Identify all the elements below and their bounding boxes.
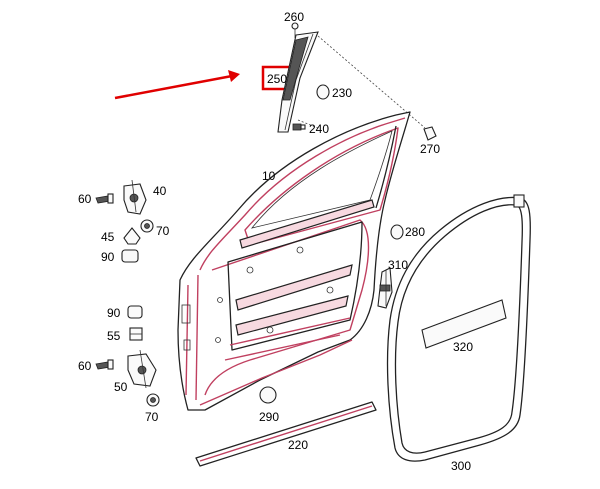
- callout-320: 320: [453, 340, 473, 354]
- callout-40: 40: [153, 184, 167, 198]
- washer-90-lower[interactable]: [127, 305, 143, 319]
- clip-240[interactable]: [292, 123, 306, 131]
- bracket-310[interactable]: [377, 267, 393, 309]
- bushing-45[interactable]: [123, 227, 141, 245]
- callout-240: 240: [309, 122, 329, 136]
- screw-260: [291, 22, 299, 38]
- callout-290: 290: [259, 410, 279, 424]
- nut-70-lower[interactable]: [146, 393, 160, 407]
- bushing-55[interactable]: [129, 327, 143, 341]
- callout-60-upper: 60: [78, 192, 92, 206]
- plug-280[interactable]: [390, 224, 404, 240]
- nut-70-upper[interactable]: [140, 219, 154, 233]
- callout-230: 230: [332, 86, 352, 100]
- callout-250: 250: [267, 72, 287, 86]
- window-trim-strip-250[interactable]: [277, 31, 319, 133]
- callout-300: 300: [451, 459, 471, 473]
- callout-60-lower: 60: [78, 359, 92, 373]
- screw-60-upper[interactable]: [95, 193, 114, 204]
- pointer-arrow: [114, 70, 240, 100]
- callout-270: 270: [420, 142, 440, 156]
- callout-70-upper: 70: [156, 224, 170, 238]
- hinge-50[interactable]: [127, 349, 157, 389]
- callout-90-lower: 90: [107, 306, 121, 320]
- callout-90-upper: 90: [101, 250, 115, 264]
- callout-50: 50: [114, 380, 128, 394]
- clip-230[interactable]: [316, 84, 330, 100]
- door-shell-10[interactable]: [177, 111, 411, 411]
- sill-trim-220[interactable]: [195, 401, 377, 467]
- door-seal-300[interactable]: [386, 194, 531, 462]
- grommet-290[interactable]: [259, 386, 277, 404]
- callout-70-lower: 70: [145, 410, 159, 424]
- callout-310: 310: [388, 258, 408, 272]
- callout-10: 10: [262, 169, 276, 183]
- callout-45: 45: [101, 230, 115, 244]
- callout-280: 280: [405, 225, 425, 239]
- label-strip-320[interactable]: [421, 299, 507, 349]
- screw-60-lower[interactable]: [95, 359, 114, 370]
- callout-220: 220: [288, 438, 308, 452]
- hinge-40[interactable]: [123, 179, 147, 215]
- bumper-270[interactable]: [423, 126, 437, 141]
- callout-260: 260: [284, 10, 304, 24]
- callout-55: 55: [107, 329, 121, 343]
- washer-90-upper[interactable]: [121, 249, 139, 263]
